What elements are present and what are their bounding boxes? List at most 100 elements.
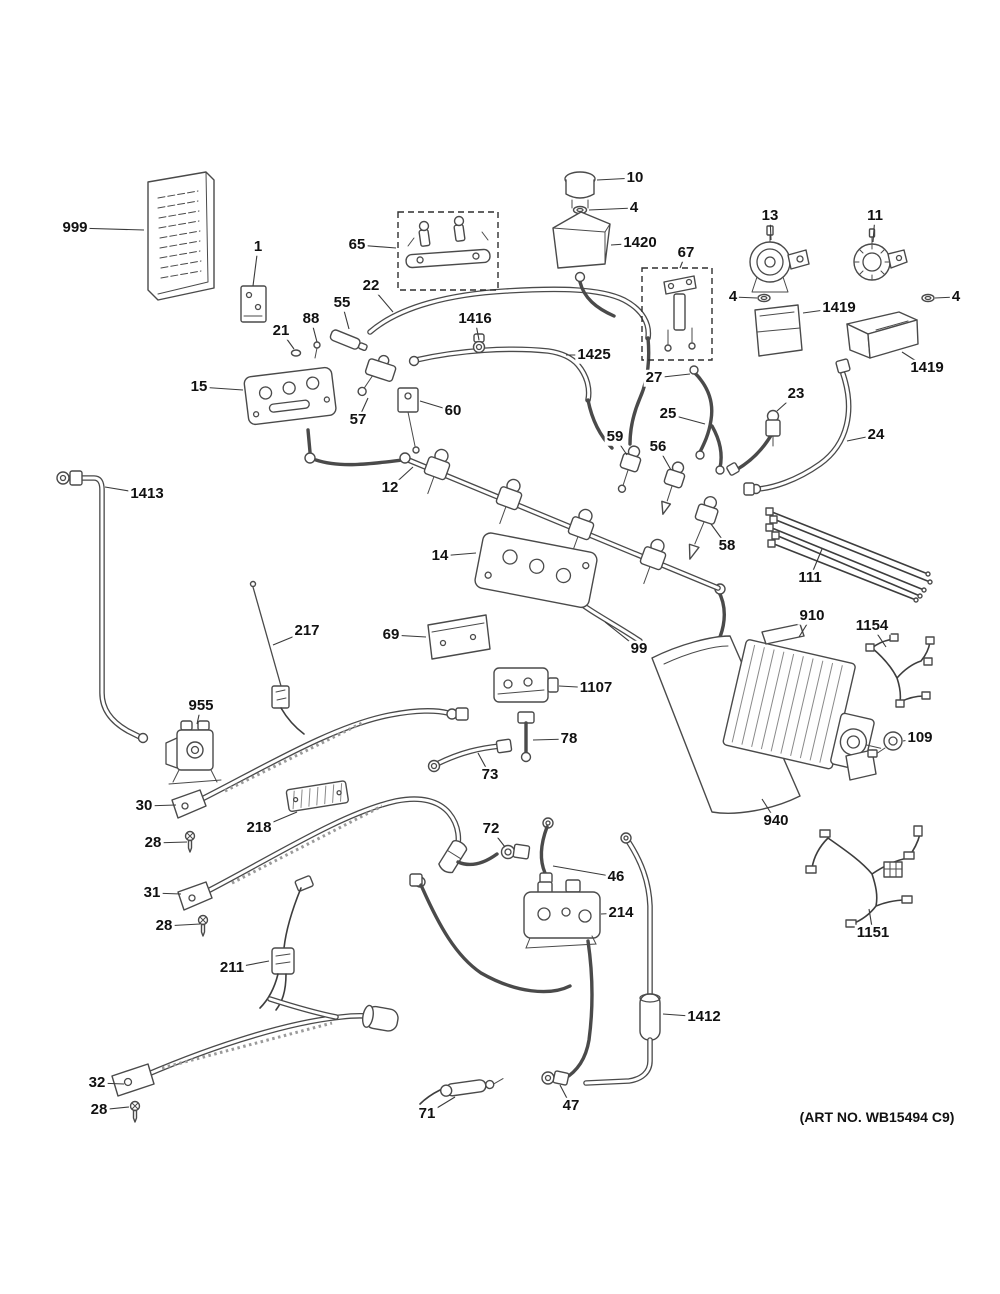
switch-harness-211 <box>259 875 314 1011</box>
part-label-72: 72 <box>480 819 502 838</box>
valve-56 <box>661 461 686 515</box>
module-1107 <box>493 667 559 703</box>
part-label-111: 111 <box>796 568 824 587</box>
part-label-21: 21 <box>270 321 292 340</box>
part-label-4: 4 <box>726 287 740 306</box>
bracket-69 <box>427 614 491 660</box>
part-label-1107: 1107 <box>577 678 615 697</box>
part-label-32: 32 <box>86 1073 108 1092</box>
part-label-940: 940 <box>761 811 791 830</box>
wire-harness-1154 <box>865 633 935 708</box>
part-label-15: 15 <box>188 377 210 396</box>
part-label-109: 109 <box>905 728 935 747</box>
part-label-1154: 1154 <box>853 616 891 635</box>
part-label-12: 12 <box>379 478 401 497</box>
valve-214 <box>523 879 601 949</box>
tube-crossover <box>409 873 594 1081</box>
part-label-1412: 1412 <box>685 1007 723 1026</box>
burner-tube-30 <box>171 707 469 819</box>
orifice-ring-4c <box>921 293 935 303</box>
mini-manual-999 <box>147 171 215 301</box>
part-label-4: 4 <box>627 198 641 217</box>
part-label-214: 214 <box>606 903 636 922</box>
tube-25 <box>710 424 725 475</box>
part-label-28: 28 <box>88 1100 110 1119</box>
tube-1413 <box>56 470 149 744</box>
part-label-1419: 1419 <box>908 358 946 377</box>
tube-73 <box>427 738 513 773</box>
part-label-218: 218 <box>244 818 274 837</box>
tube-15-drop <box>304 428 404 467</box>
part-label-1151: 1151 <box>854 923 892 942</box>
valve-59 <box>617 445 642 493</box>
burner-base-11 <box>853 228 908 281</box>
clip-109 <box>867 731 903 758</box>
bracket-15 <box>243 366 337 426</box>
part-label-78: 78 <box>558 729 580 748</box>
part-label-99: 99 <box>628 639 650 658</box>
part-label-57: 57 <box>347 410 369 429</box>
part-label-71: 71 <box>416 1104 438 1123</box>
burner-base-13 <box>749 225 810 293</box>
igniter-71 <box>419 1078 504 1105</box>
part-label-11: 11 <box>865 206 885 225</box>
part-label-24: 24 <box>865 425 887 444</box>
part-label-955: 955 <box>186 696 216 715</box>
tube-78 <box>517 711 535 763</box>
bracket-60 <box>397 387 420 454</box>
part-label-56: 56 <box>647 437 669 456</box>
burner-tube-32 <box>111 999 399 1097</box>
bracket-1420 <box>552 211 611 283</box>
part-label-73: 73 <box>479 765 501 784</box>
fitting-72 <box>500 843 531 860</box>
manifold-12 <box>399 448 718 588</box>
valve-assembly-65 <box>397 211 499 291</box>
fitting-47 <box>541 1070 570 1086</box>
part-label-65: 65 <box>346 235 368 254</box>
part-label-1: 1 <box>251 237 265 256</box>
part-label-60: 60 <box>442 401 464 420</box>
tube-22-drop <box>628 336 651 446</box>
art-number: (ART NO. WB15494 C9) <box>799 1109 955 1125</box>
part-label-1416: 1416 <box>456 309 494 328</box>
tube-27 <box>689 365 714 460</box>
tube-1412 <box>586 832 661 1083</box>
part-label-55: 55 <box>331 293 353 312</box>
part-label-46: 46 <box>605 867 627 886</box>
orifice-ring-4b <box>757 293 771 303</box>
part-label-28: 28 <box>153 916 175 935</box>
duct-940 <box>651 635 801 814</box>
burner-tube-31 <box>177 799 499 911</box>
part-label-25: 25 <box>657 404 679 423</box>
part-label-4: 4 <box>949 287 963 306</box>
part-label-211: 211 <box>217 958 247 977</box>
valve-57 <box>357 354 397 397</box>
bracket-14 <box>474 532 598 609</box>
wire-harness-1151 <box>805 825 923 928</box>
part-label-1420: 1420 <box>621 233 659 252</box>
part-label-27: 27 <box>643 368 665 387</box>
part-label-1419: 1419 <box>820 298 858 317</box>
part-label-13: 13 <box>759 206 781 225</box>
orifice-21 <box>290 349 302 357</box>
part-label-30: 30 <box>133 796 155 815</box>
part-label-58: 58 <box>716 536 738 555</box>
bracket-assembly-67 <box>641 267 713 361</box>
part-label-69: 69 <box>380 625 402 644</box>
wire-set-111 <box>765 507 933 603</box>
valve-955 <box>165 720 222 785</box>
bracket-1419-left <box>754 304 803 357</box>
part-label-59: 59 <box>604 427 626 446</box>
carryover-218 <box>285 780 349 812</box>
part-label-28: 28 <box>142 833 164 852</box>
tube-24 <box>743 358 850 496</box>
part-label-23: 23 <box>785 384 807 403</box>
part-label-1425: 1425 <box>575 345 613 364</box>
part-label-217: 217 <box>292 621 322 640</box>
electrode-217 <box>249 580 305 735</box>
blower-assembly-910 <box>651 623 882 814</box>
tube-1420-link <box>578 280 616 318</box>
part-label-10: 10 <box>624 168 646 187</box>
